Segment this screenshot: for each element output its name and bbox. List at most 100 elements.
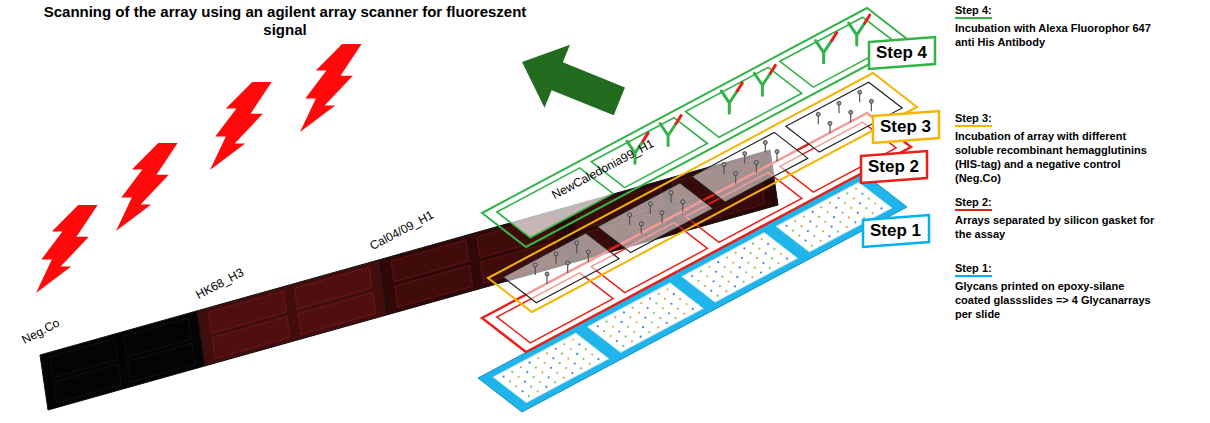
glycan-spot <box>655 302 657 304</box>
glycan-spot <box>614 316 616 318</box>
head <box>660 211 664 215</box>
glycan-spot <box>850 207 852 209</box>
glycan-spot <box>666 322 668 324</box>
glycan-spot <box>544 362 546 364</box>
hemagglutinin-symbol <box>648 202 652 214</box>
glycan-spot <box>745 271 747 273</box>
glycan-spot <box>816 225 818 227</box>
hemagglutinin-symbol <box>816 112 820 124</box>
glycan-spot <box>517 376 519 378</box>
step-description: Glycans printed on epoxy-silane coated g… <box>955 279 1155 321</box>
glycan-spot <box>589 363 591 365</box>
head <box>734 172 738 176</box>
glycan-spot <box>752 243 754 245</box>
step-tag-text: Step 2 <box>868 157 920 177</box>
glycan-spot <box>537 390 539 392</box>
fluorophore <box>737 83 742 91</box>
figure-heading: Scanning of the array using an agilent a… <box>40 3 530 39</box>
head <box>545 272 549 276</box>
glycan-spot <box>533 376 535 378</box>
glycan-spot <box>550 367 552 369</box>
glycan-spot <box>621 321 623 323</box>
antibody-icon <box>754 65 775 95</box>
glycan-spot <box>853 197 855 199</box>
glycan-spot <box>679 298 681 300</box>
glycan-spot <box>807 230 809 232</box>
glycan-spot <box>708 266 710 268</box>
glycan-array <box>587 283 703 353</box>
hemagglutinin-symbol <box>837 101 841 113</box>
subarray <box>212 317 290 359</box>
glycan-spot <box>563 343 565 345</box>
glycan-spot <box>685 303 687 305</box>
glycan-spot <box>743 247 745 249</box>
glycan-spot <box>837 231 839 233</box>
glycan-spot <box>647 307 649 309</box>
head <box>828 121 832 125</box>
glycan-spot <box>732 261 734 263</box>
glycan-spot <box>777 262 779 264</box>
glycan-spot <box>872 212 874 214</box>
glycan-spot <box>848 216 850 218</box>
step-description: Arrays separated by silicon gasket for t… <box>955 213 1155 241</box>
hemagglutinin-symbol <box>828 121 832 133</box>
step-heading: Step 4: <box>955 4 992 19</box>
glycan-spot <box>522 390 524 392</box>
glycan-spot <box>668 312 670 314</box>
glycan-spot <box>861 193 863 195</box>
glycan-spot <box>691 275 693 277</box>
glycan-spot <box>603 330 605 332</box>
glycan-spot <box>642 326 644 328</box>
glycan-spot <box>820 240 822 242</box>
step-description: Incubation with Alexa Fluorophor 647 ant… <box>955 21 1155 49</box>
glycan-spot <box>638 312 640 314</box>
head <box>858 90 862 94</box>
glycan-spot <box>822 230 824 232</box>
incubation-well <box>692 132 808 202</box>
glycan-spot <box>760 271 762 273</box>
head <box>639 222 643 226</box>
glycan-spot <box>622 345 624 347</box>
glycan-spot <box>835 207 837 209</box>
glycan-spot <box>721 276 723 278</box>
glycan-spot <box>811 244 813 246</box>
glycan-spot <box>785 225 787 227</box>
lightning-bolt <box>300 44 362 132</box>
glycan-spot <box>697 280 699 282</box>
glycan-spot <box>820 206 822 208</box>
hemagglutinin-symbol <box>754 161 758 173</box>
glycan-spot <box>559 362 561 364</box>
antibody-body <box>660 123 676 145</box>
hemagglutinin-symbol <box>743 152 747 164</box>
glycan-spot <box>541 371 543 373</box>
hemagglutinin-symbol <box>775 150 779 162</box>
head <box>754 161 758 165</box>
glycan-spot <box>829 202 831 204</box>
head <box>722 163 726 167</box>
glycan-spot <box>794 220 796 222</box>
tag-outline <box>861 151 927 183</box>
glycan-spot <box>751 276 753 278</box>
step-tag: Step 4 <box>868 36 936 70</box>
glycan-spot <box>535 366 537 368</box>
flow-arrow <box>509 30 632 132</box>
glycan-spot <box>683 312 685 314</box>
glycan-spot <box>605 321 607 323</box>
head <box>533 263 537 267</box>
glycan-spot <box>563 377 565 379</box>
glycan-spot <box>798 235 800 237</box>
glycan-spot <box>767 243 769 245</box>
glycan-spot <box>710 290 712 292</box>
glycan-spot <box>597 325 599 327</box>
glycan-spot <box>674 317 676 319</box>
glycan-spot <box>827 211 829 213</box>
step-tag: Step 1 <box>862 214 930 248</box>
step-tag: Step 3 <box>872 110 940 144</box>
glycan-spot <box>670 303 672 305</box>
glycan-spot <box>658 293 660 295</box>
head <box>837 101 841 105</box>
step-tag: Step 2 <box>860 150 928 184</box>
fluorophore <box>676 115 681 123</box>
